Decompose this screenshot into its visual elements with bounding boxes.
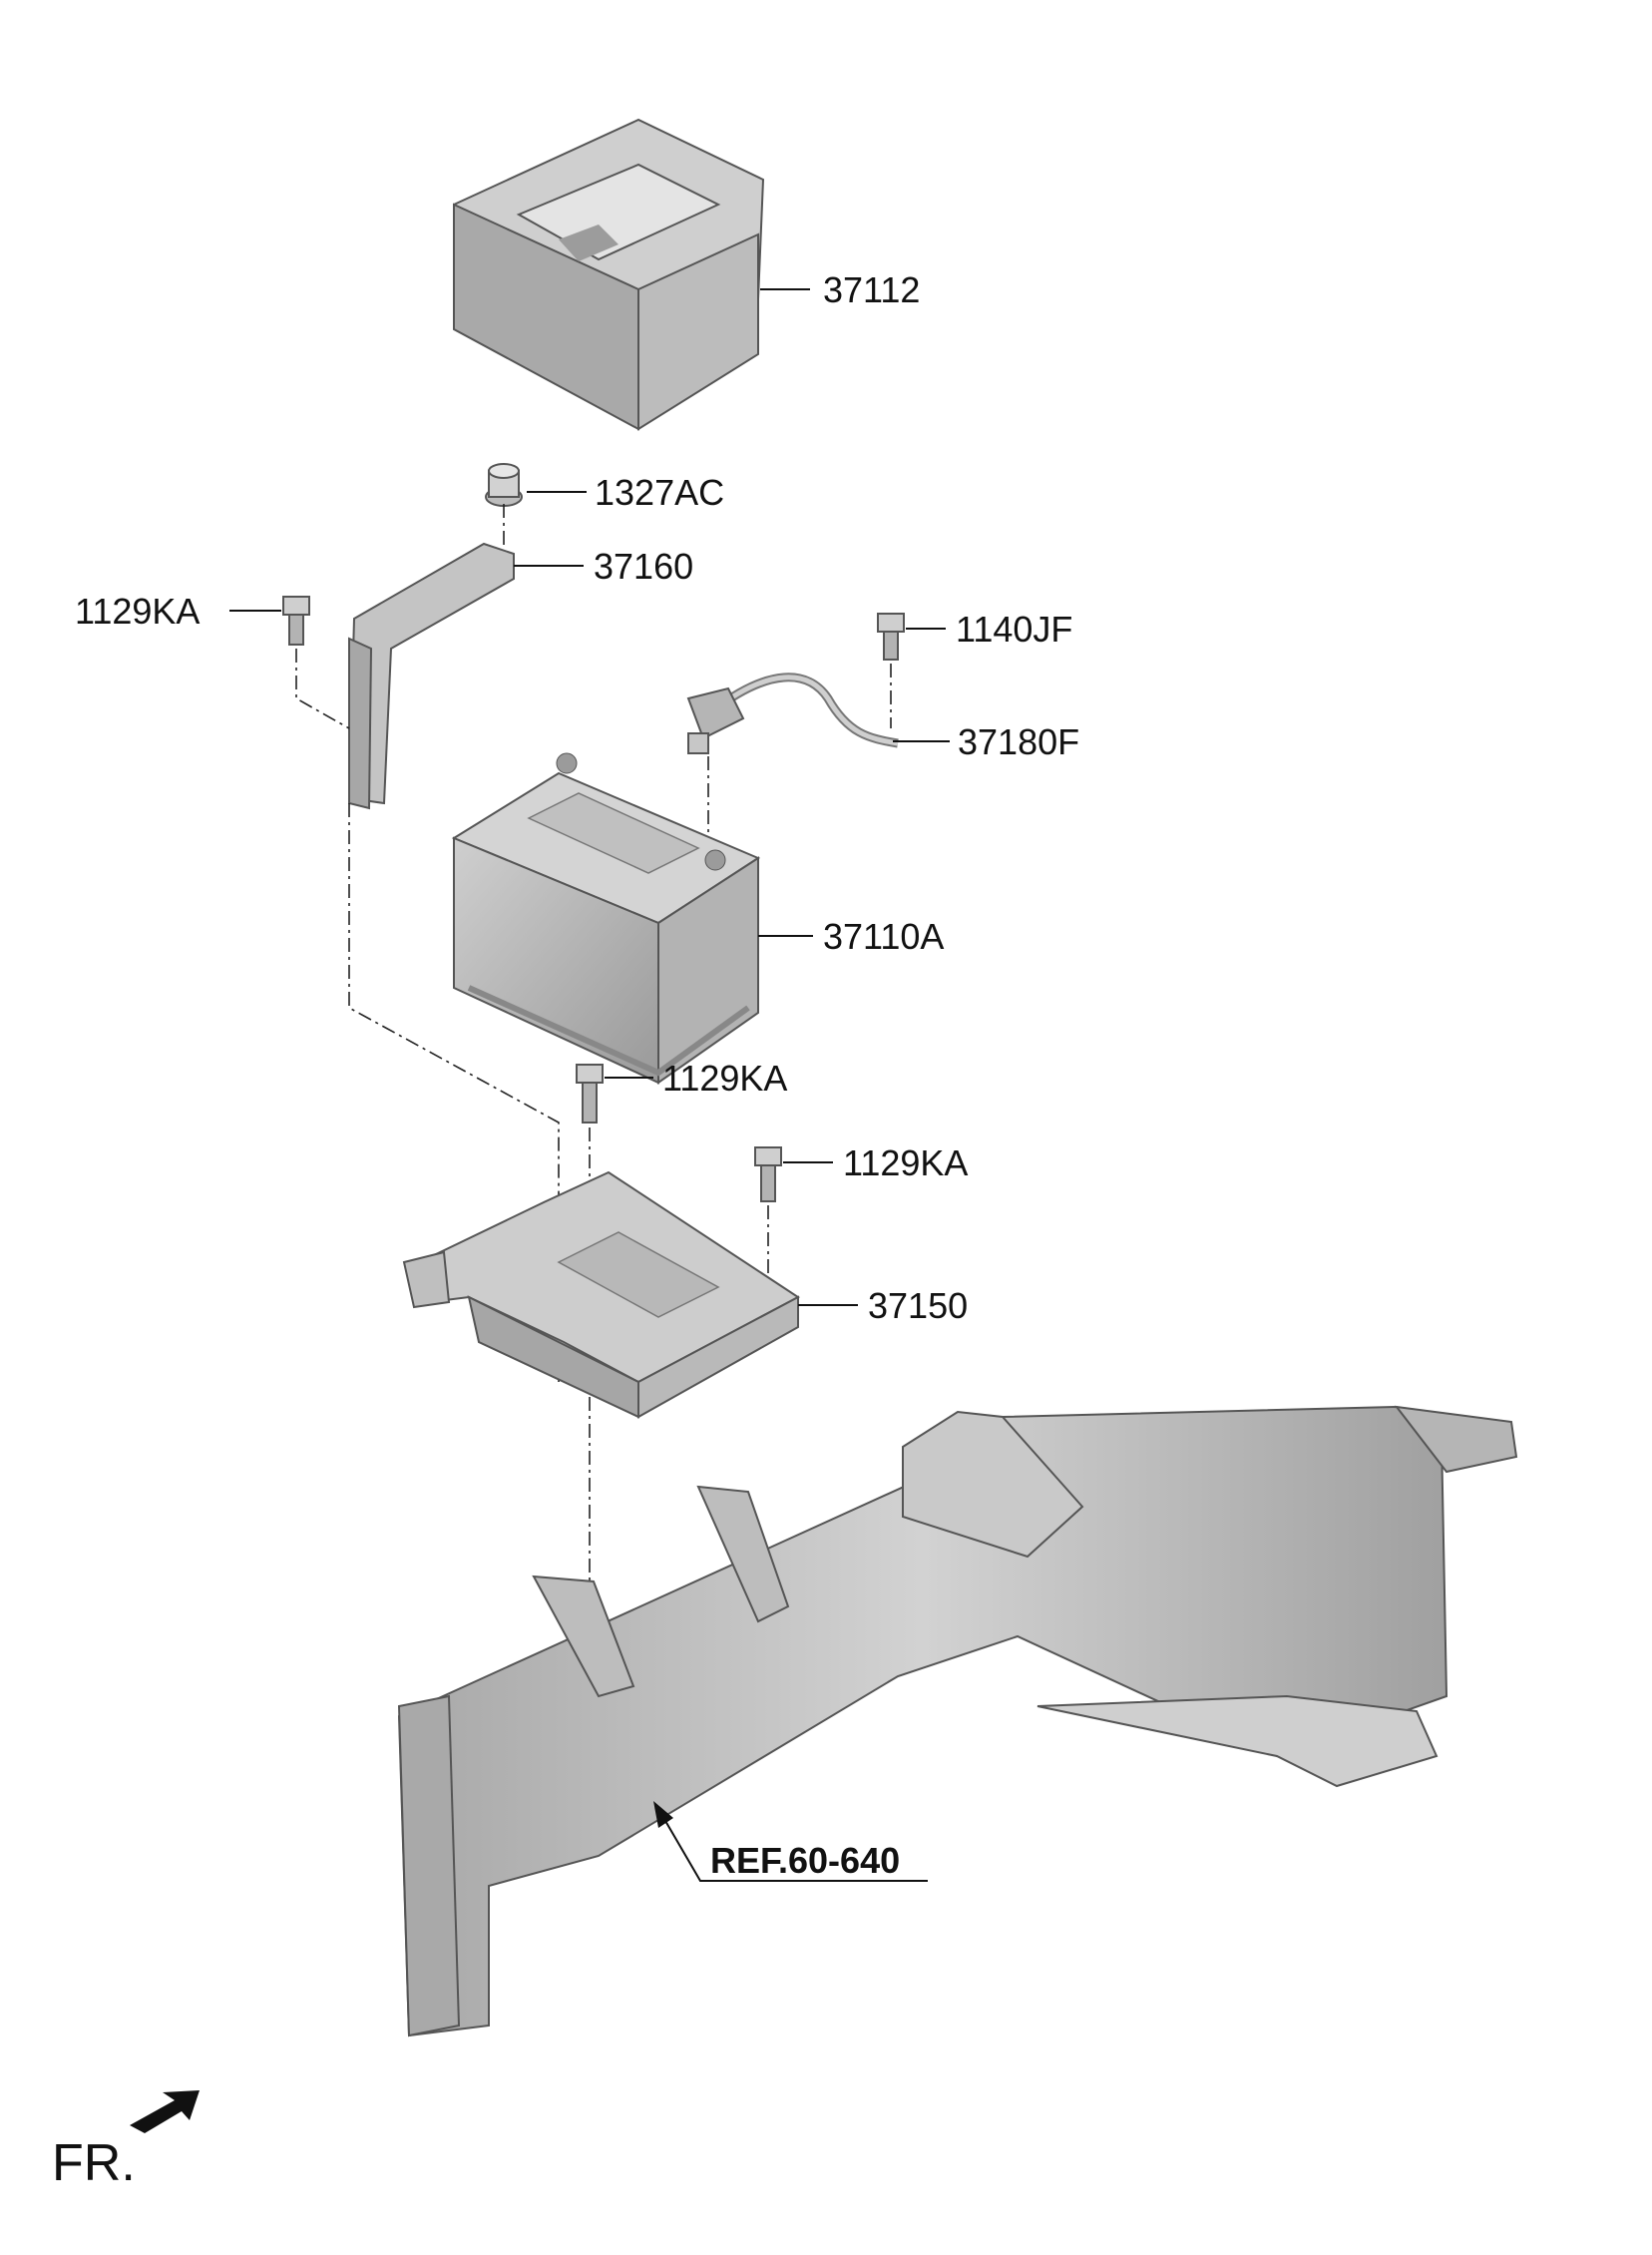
leader-ref bbox=[660, 1813, 928, 1882]
bolt-1129KA-tray-2 bbox=[754, 1146, 782, 1202]
callout-37160: 37160 bbox=[594, 546, 693, 587]
ref-arrowhead bbox=[653, 1801, 673, 1828]
tray-37150 bbox=[402, 1170, 800, 1419]
cable-37180F bbox=[686, 673, 899, 754]
bolt-1129KA-tray-1 bbox=[576, 1064, 604, 1124]
callout-37180F: 37180F bbox=[958, 721, 1079, 762]
battery-37110A bbox=[451, 752, 761, 1085]
callout-1129KA-left: 1129KA bbox=[75, 591, 200, 632]
callout-37110A: 37110A bbox=[823, 916, 944, 957]
front-arrow-icon bbox=[130, 2090, 200, 2133]
battery-box-cover bbox=[453, 118, 765, 431]
callout-1129KA-tray-2: 1129KA bbox=[843, 1142, 968, 1183]
callout-37150: 37150 bbox=[868, 1285, 968, 1326]
front-marker: FR. bbox=[52, 2134, 136, 2192]
bolt-1129KA-left bbox=[282, 596, 310, 646]
nut-1327AC bbox=[485, 463, 523, 507]
bolt-1140JF bbox=[877, 613, 905, 661]
clamp-37160 bbox=[347, 542, 515, 810]
body-side-member bbox=[397, 1405, 1518, 2037]
reference-label: REF.60-640 bbox=[710, 1840, 900, 1881]
callout-1327AC: 1327AC bbox=[595, 472, 724, 513]
callout-1129KA-tray-1: 1129KA bbox=[662, 1058, 787, 1099]
callout-1140JF: 1140JF bbox=[956, 609, 1072, 650]
callout-37112: 37112 bbox=[823, 269, 920, 310]
